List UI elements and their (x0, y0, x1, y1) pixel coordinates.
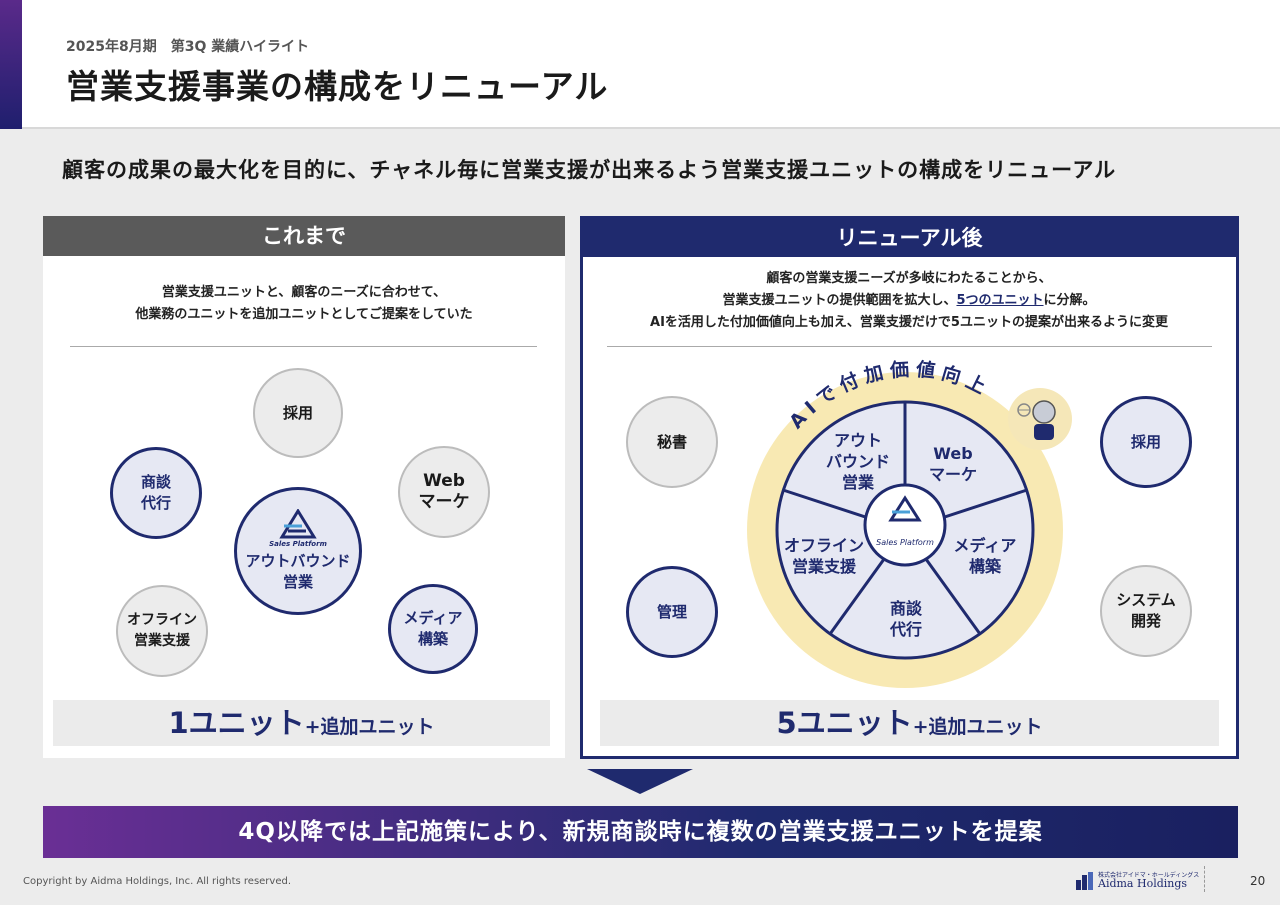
unit-label: 商談 (889, 599, 922, 618)
unit-label: 採用 (282, 403, 313, 422)
down-arrow-icon (587, 769, 693, 794)
unit-count-big: 5ユニット (776, 706, 913, 740)
unit-count-big: 1ユニット (168, 706, 305, 740)
unit-label: システム (1116, 591, 1176, 609)
unit-label: Web (933, 444, 973, 463)
before-desc-line: 営業支援ユニットと、顧客のニーズに合わせて、 (161, 285, 447, 300)
pie-outbound-label: アウト バウンド 営業 (822, 430, 894, 493)
unit-label: 管理 (656, 602, 687, 621)
pie-shodan-label: 商談 代行 (876, 598, 936, 640)
unit-label: アウト (833, 431, 882, 450)
divider (70, 346, 537, 347)
unit-kanri: 管理 (626, 566, 718, 658)
unit-label: メディア (403, 609, 463, 627)
before-description: 営業支援ユニットと、顧客のニーズに合わせて、 他業務のユニットを追加ユニットとし… (60, 282, 548, 326)
sales-platform-logo-icon (888, 495, 922, 522)
pie-web-label: Web マーケ (920, 443, 986, 485)
divider (1204, 866, 1205, 892)
unit-saiyo: 採用 (253, 368, 343, 458)
unit-label: オフライン (783, 536, 864, 555)
unit-media: メディア構築 (388, 584, 478, 674)
conclusion-banner: 4Q以降では上記施策により、新規商談時に複数の営業支援ユニットを提案 (43, 806, 1238, 858)
unit-label: 代行 (889, 620, 922, 639)
after-desc-text: に分解。 (1043, 293, 1096, 308)
sales-platform-logo-icon (279, 509, 317, 539)
unit-label: 営業 (841, 473, 874, 492)
after-desc-text: 営業支援ユニットの提供範囲を拡大し、 (722, 293, 957, 308)
unit-label: バウンド (825, 452, 890, 471)
before-heading: これまで (43, 216, 565, 256)
unit-saiyo: 採用 (1100, 396, 1192, 488)
slide-title: 営業支援事業の構成をリニューアル (66, 67, 609, 106)
unit-label: オフライン (127, 612, 197, 628)
before-unit-count: 1ユニット+追加ユニット (53, 700, 550, 746)
lead-text: 顧客の成果の最大化を目的に、チャネル毎に営業支援が出来るよう営業支援ユニットの構… (62, 158, 1117, 182)
unit-label: アウトバウンド (245, 552, 351, 570)
unit-count-small: +追加ユニット (912, 716, 1043, 738)
unit-label: マーケ (418, 492, 470, 512)
slide-header: 2025年8月期 第3Q 業績ハイライト 営業支援事業の構成をリニューアル (0, 0, 1280, 129)
pie-offline-label: オフライン 営業支援 (780, 535, 868, 577)
unit-label: 構築 (417, 630, 448, 648)
unit-label: Web (423, 471, 465, 491)
unit-label: 営業支援 (134, 633, 190, 649)
unit-label: 秘書 (656, 432, 687, 451)
brand-company-jp: 株式会社アイドマ・ホールディングス (1098, 872, 1200, 879)
unit-label: 構築 (968, 557, 1001, 576)
after-desc-line: 顧客の営業支援ニーズが多岐にわたることから、 (766, 271, 1052, 286)
pie-center (863, 483, 947, 567)
logo-text: Sales Platform (876, 538, 934, 547)
copyright: Copyright by Aidma Holdings, Inc. All ri… (23, 876, 292, 887)
after-unit-count: 5ユニット+追加ユニット (600, 700, 1219, 746)
page-number: 20 (1250, 874, 1266, 888)
pie-media-label: メディア 構築 (944, 535, 1026, 577)
unit-label: メディア (953, 536, 1017, 555)
unit-offline-sales: オフライン営業支援 (116, 585, 208, 677)
unit-shodan-daiko: 商談代行 (110, 447, 202, 539)
after-description: 顧客の営業支援ニーズが多岐にわたることから、 営業支援ユニットの提供範囲を拡大し… (595, 268, 1223, 334)
slide-subtitle: 2025年8月期 第3Q 業績ハイライト (66, 39, 309, 55)
after-desc-line: 営業支援ユニットの提供範囲を拡大し、5つのユニットに分解。 (595, 290, 1223, 312)
header-accent-bar (0, 0, 22, 129)
unit-count-small: +追加ユニット (304, 716, 435, 738)
unit-label: 開発 (1130, 612, 1161, 630)
aidma-logo: 株式会社アイドマ・ホールディングス Aidma Holdings (1076, 870, 1199, 892)
before-desc-line: 他業務のユニットを追加ユニットとしてご提案をしていた (135, 307, 473, 322)
unit-label: 営業 (282, 573, 313, 591)
divider (607, 346, 1212, 347)
brand-name: Aidma Holdings (1098, 877, 1188, 890)
after-desc-line: AIを活用した付加価値向上も加え、営業支援だけで5ユニットの提案が出来るように変… (650, 315, 1168, 330)
unit-label: 商談 (140, 473, 171, 491)
unit-system-dev: システム開発 (1100, 565, 1192, 657)
center-unit-outbound: Sales Platform アウトバウンド 営業 (234, 487, 362, 615)
ai-robot-icon (1008, 388, 1072, 450)
building-icon (1076, 872, 1093, 890)
five-units-link[interactable]: 5つのユニット (956, 293, 1044, 308)
unit-label: 営業支援 (791, 557, 856, 576)
after-heading: リニューアル後 (583, 219, 1236, 257)
logo-text: Sales Platform (269, 540, 327, 548)
unit-hisho: 秘書 (626, 396, 718, 488)
unit-label: 代行 (140, 494, 171, 512)
unit-label: マーケ (928, 465, 977, 484)
unit-label: 採用 (1130, 432, 1161, 451)
